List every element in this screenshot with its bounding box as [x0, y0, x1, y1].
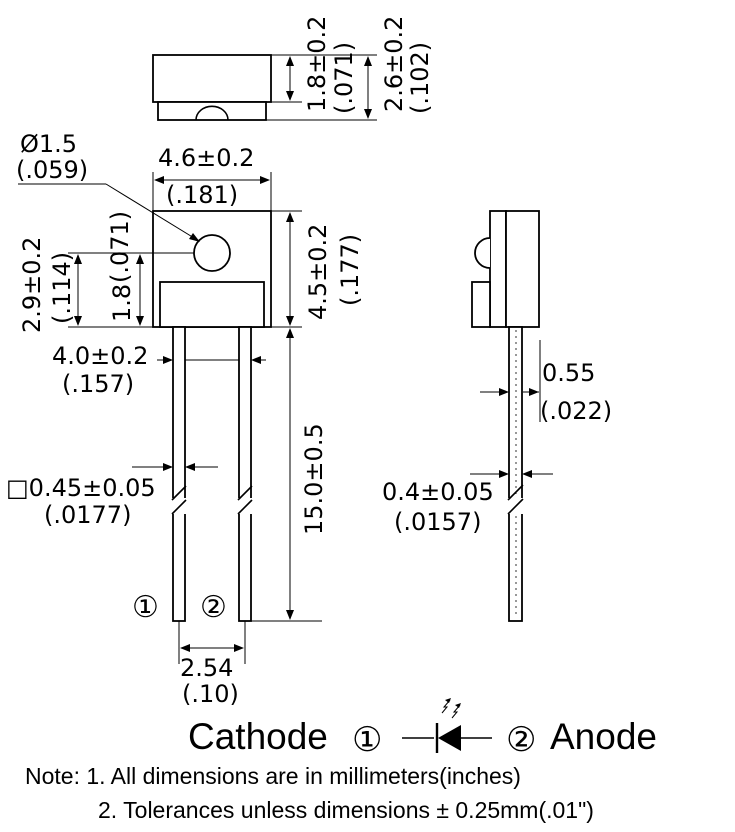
side-view: 0.55 (.022) 0.4±0.05 (.0157) [382, 210, 612, 622]
top-view-lens [195, 105, 229, 121]
front-width-dim: 4.6±0.2 [158, 144, 254, 172]
lens-dia-dim: Ø1.5 [20, 130, 77, 158]
pin1-label: ① [132, 590, 159, 625]
legend-pin2: ② [506, 720, 536, 760]
notes: Note: 1. All dimensions are in millimete… [25, 763, 594, 823]
lead-dim-in: (.0157) [394, 508, 481, 536]
side-body-front [489, 210, 507, 328]
top-view-lens-base [157, 101, 267, 121]
legend-pin1: ① [352, 720, 382, 760]
side-lead [508, 326, 523, 622]
lens-center-dim: 2.9±0.2 [18, 237, 46, 333]
lens-dia-dim-in: (.059) [16, 156, 88, 184]
pin2-label: ② [200, 590, 227, 625]
lens-center-dim-in: (.114) [48, 252, 76, 324]
front-lens [193, 234, 231, 272]
lead-length-dim: 15.0±0.5 [300, 423, 328, 535]
lead-gap-dim-in: (.157) [62, 370, 134, 398]
front-width-dim-in: (.181) [166, 181, 238, 209]
lead-thick-dim: 0.55 [542, 359, 595, 387]
top-height-dim: 1.8±0.2 [303, 16, 331, 112]
lead-thick-dim-in: (.022) [540, 397, 612, 425]
body-height-dim: 4.5±0.2 [304, 224, 332, 320]
light-emission-icon [441, 698, 461, 719]
lens-height-dim: 1.8 [108, 284, 136, 322]
note-line-2: 2. Tolerances unless dimensions ± 0.25mm… [98, 797, 594, 823]
top-total-dim-in: (.102) [406, 42, 434, 114]
lead-width-dim-in: (.0177) [44, 501, 131, 529]
pin-legend: Cathode ① ② Anode [188, 698, 657, 760]
top-view: 1.8±0.2 (.071) 2.6±0.2 (.102) [152, 16, 434, 121]
body-height-dim-in: (.177) [336, 234, 364, 306]
pitch-dim-in: (.10) [182, 680, 239, 708]
pitch-dim: 2.54 [180, 654, 233, 682]
front-lower-block [159, 281, 265, 328]
side-body [505, 210, 540, 328]
note-line-1: Note: 1. All dimensions are in millimete… [25, 763, 521, 789]
lead-dim: 0.4±0.05 [382, 478, 494, 506]
front-leads [171, 326, 253, 622]
diode-symbol-icon [438, 725, 461, 751]
side-lens [474, 237, 491, 269]
top-height-dim-in: (.071) [330, 42, 358, 114]
lead-gap-dim: 4.0±0.2 [52, 342, 148, 370]
side-lower-block [471, 281, 491, 328]
anode-label: Anode [550, 716, 657, 757]
top-view-body [152, 54, 272, 103]
lens-height-dim-in: (.071) [106, 211, 134, 283]
cathode-label: Cathode [188, 716, 328, 757]
top-total-dim: 2.6±0.2 [380, 16, 408, 112]
lead-width-dim: □0.45±0.05 [6, 474, 156, 502]
front-view: 4.6±0.2 (.181) Ø1.5 (.059) 4.5±0.2 (.177… [6, 130, 364, 708]
